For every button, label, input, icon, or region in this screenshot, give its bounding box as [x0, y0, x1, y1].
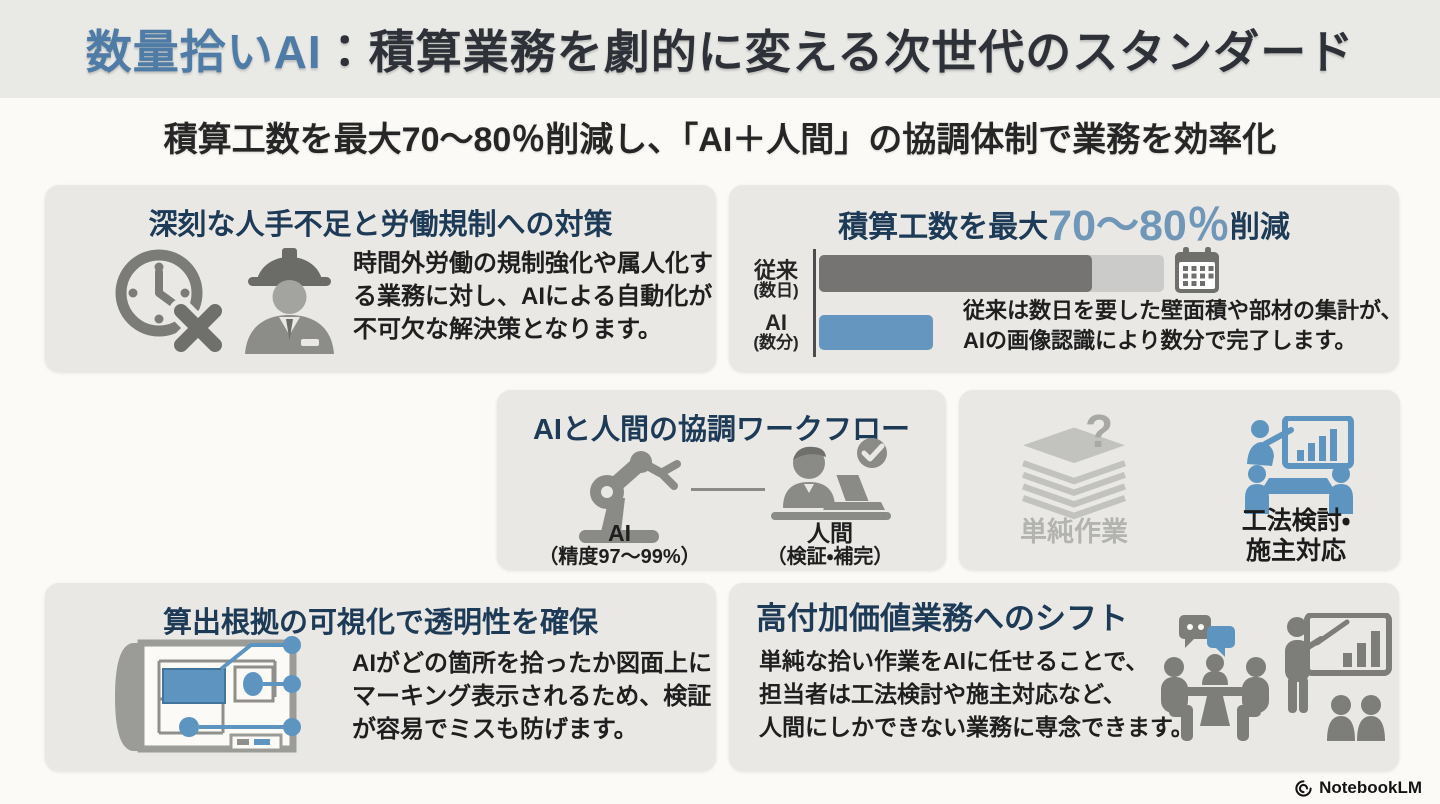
workflow-human-label: 人間 （検証・補完） [766, 520, 894, 569]
notebooklm-icon [1295, 779, 1312, 797]
blue-presentation-icon [1245, 416, 1354, 514]
chart-axis [813, 249, 816, 357]
simple-work-label: 単純作業 [1020, 517, 1128, 547]
workflow-connector-line [691, 488, 765, 491]
card-high-value-title: 高付加価値業務へのシフト [756, 601, 1128, 636]
robot-arm-icon [579, 451, 681, 543]
card-effort-reduction: 積算工数を最大70〜80％削減 従来 (数日) AI (数分) [729, 185, 1403, 372]
card-labor-shortage: 深刻な人手不足と労働規制への対策 時間外労働の規制強化や属人化す る業務に対し、… [45, 185, 716, 372]
card-transparency-body: AIがどの箇所を拾ったか図面上に マーキング表示されるため、検証 が容易でミスも… [352, 650, 712, 743]
card-labor-title: 深刻な人手不足と労働規制への対策 [148, 209, 613, 241]
calendar-icon [1175, 247, 1219, 293]
construction-worker-icon [245, 248, 334, 354]
card-reduction-body: 従来は数日を要した壁面積や部材の集計が、 AIの画像認識により数分で完了します。 [963, 298, 1403, 353]
card-ai-human-workflow: AIと人間の協調ワークフロー AI （精度97〜99%） 人 [497, 390, 946, 570]
card-transparency-title: 算出根拠の可視化で透明性を確保 [162, 607, 598, 639]
bar-conventional [819, 255, 1092, 292]
reduction-percentage: 70〜80％ [1048, 202, 1230, 250]
bar-conventional-track [819, 255, 1164, 292]
question-mark: ? [1085, 405, 1114, 457]
bar-ai [819, 315, 933, 350]
presentation-chart-icon [1285, 613, 1392, 741]
blueprint-marking-icon [115, 636, 301, 753]
card-high-value-shift: 高付加価値業務へのシフト 単純な拾い作業をAIに任せることで、 担当者は工法検討… [729, 583, 1399, 771]
meeting-discussion-icon [1161, 615, 1269, 741]
chart-label-ai: AI (数分) [753, 310, 799, 353]
bar-ai-track [819, 315, 1164, 350]
notebooklm-label: NotebookLM [1319, 778, 1422, 797]
page-subtitle: 積算工数を最大70〜80％削減し、「AI＋人間」の協調体制で業務を効率化 [163, 121, 1277, 159]
page-title-accent: 数量拾いAI [85, 26, 322, 78]
notebooklm-brand: NotebookLM [1294, 778, 1422, 798]
clock-x-icon [115, 249, 227, 355]
chart-label-conventional: 従来 (数日) [753, 258, 799, 301]
page-title: 数量拾いAI：積算業務を劇的に変える次世代のスタンダード [86, 16, 1355, 82]
value-work-label: 工法検討・ 施主対応 [1241, 507, 1351, 565]
card-workflow-title: AIと人間の協調ワークフロー [532, 414, 910, 446]
page-title-rest: ：積算業務を劇的に変える次世代のスタンダード [321, 26, 1355, 78]
card-high-value-body: 単純な拾い作業をAIに任せることで、 担当者は工法検討や施主対応など、 人間にし… [759, 648, 1194, 740]
workflow-ai-label: AI （精度97〜99%） [538, 520, 701, 569]
human-verifier-icon [771, 438, 891, 520]
card-reduction-title: 積算工数を最大70〜80％削減 [838, 202, 1290, 250]
paper-stack-icon [1022, 427, 1126, 520]
header-band: 数量拾いAI：積算業務を劇的に変える次世代のスタンダード [0, 0, 1440, 98]
card-task-shift: ? 単純作業 工法検討・ 施主対応 [959, 390, 1400, 570]
card-labor-body: 時間外労働の規制強化や属人化す る業務に対し、AIによる自動化が 不可欠な解決策… [353, 250, 713, 343]
card-transparency: 算出根拠の可視化で透明性を確保 AIがどの箇所を拾ったか図面上に マーキン [45, 583, 716, 771]
